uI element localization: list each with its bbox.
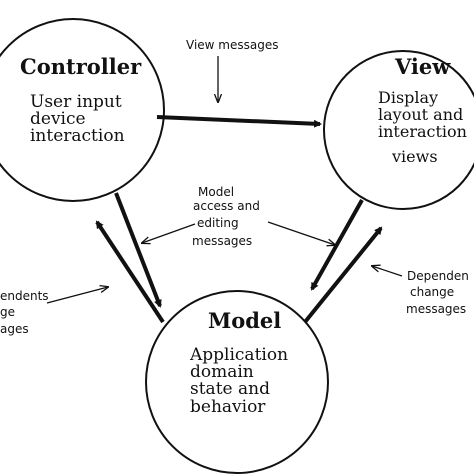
model-line-2: domain (190, 362, 254, 382)
model-title: Model (208, 308, 281, 333)
controller-line-2: device (30, 109, 86, 129)
model-access-pointer-left (142, 223, 196, 243)
view-line-2: layout and (378, 105, 463, 124)
view-line-3: interaction (378, 122, 467, 141)
dependents-left-line-2: ge (0, 305, 15, 319)
dependents-left-pointer (46, 287, 108, 304)
view-title: View (394, 54, 451, 79)
controller-line-3: interaction (30, 126, 125, 146)
model-access-line-3: editing (197, 216, 239, 230)
controller-to-view-arrow (156, 115, 322, 128)
model-line-3: state and (190, 379, 270, 399)
controller-title: Controller (20, 54, 142, 79)
dependents-right-pointer (372, 266, 403, 277)
model-access-line-2: access and (193, 199, 260, 213)
model-line-4: behavior (190, 397, 266, 417)
dependents-right-line-1: Dependen (407, 269, 469, 283)
controller-line-1: User input (30, 92, 122, 112)
dependents-right-line-3: messages (406, 302, 466, 316)
view-line-1: Display (378, 88, 438, 107)
dependents-left-line-1: endents (0, 289, 49, 303)
model-to-controller-arrow (95, 220, 165, 324)
view-messages-label: View messages (186, 38, 278, 52)
controller-node (0, 18, 165, 202)
controller-to-model-arrow (114, 192, 162, 308)
model-access-line-1: Model (198, 185, 234, 199)
model-line-1: Application (189, 345, 288, 365)
model-access-line-4: messages (192, 234, 252, 248)
model-to-view-arrow (303, 226, 383, 324)
dependents-right-line-2: change (410, 285, 454, 299)
view-node (323, 50, 474, 210)
dependents-left-line-3: ages (0, 322, 29, 336)
view-to-model-arrow (310, 199, 364, 291)
view-line-4: views (391, 147, 438, 166)
model-node (145, 290, 329, 474)
model-access-pointer-right (267, 221, 335, 245)
